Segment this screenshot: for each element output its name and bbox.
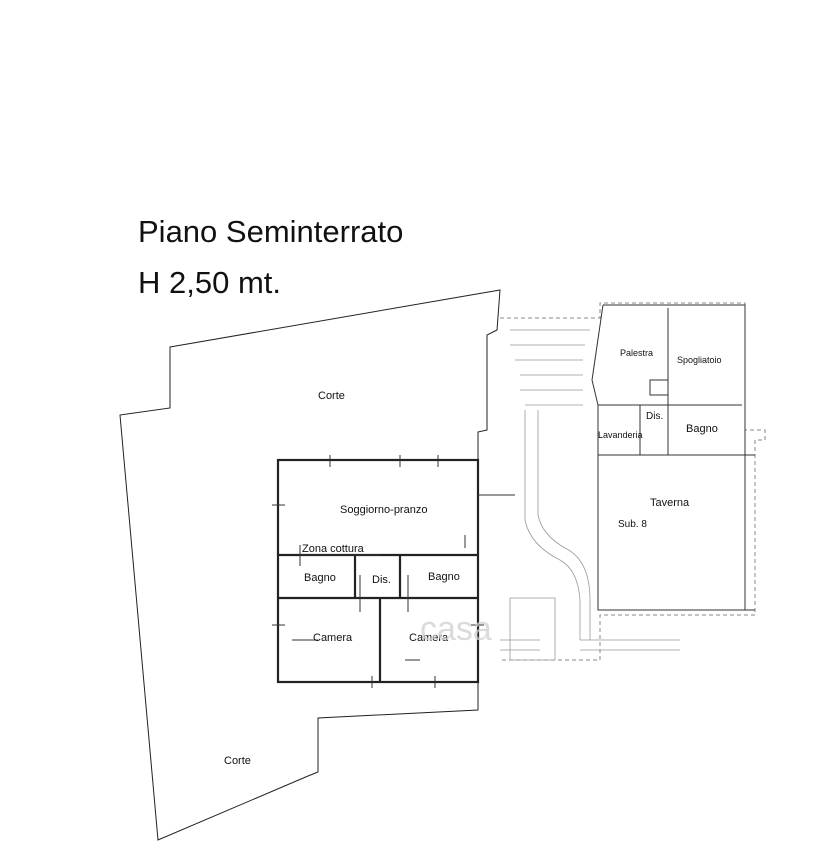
label-corte-top: Corte	[318, 390, 345, 402]
label-bagno-right: Bagno	[428, 571, 460, 583]
label-lavanderia: Lavanderia	[598, 430, 643, 440]
label-bagno-far: Bagno	[686, 423, 718, 435]
right-rooms	[591, 304, 755, 611]
label-sub: Sub. 8	[618, 519, 647, 530]
label-camera-left: Camera	[313, 632, 353, 644]
label-camera-right: Camera	[409, 632, 449, 644]
lot-boundary	[119, 289, 501, 841]
label-taverna: Taverna	[650, 497, 690, 509]
label-soggiorno: Soggiorno-pranzo	[340, 504, 427, 516]
plan-title: Piano Seminterrato	[138, 214, 404, 249]
apartment-walls	[272, 455, 515, 688]
watermark-logo: casa	[420, 610, 492, 648]
label-corte-bottom: Corte	[224, 755, 251, 767]
plan-height: H 2,50 mt.	[138, 265, 281, 300]
label-dis-right: Dis.	[646, 411, 663, 422]
adjacent-building	[500, 302, 766, 661]
label-bagno-left: Bagno	[304, 572, 336, 584]
label-dis-center: Dis.	[372, 574, 391, 586]
label-palestra: Palestra	[620, 348, 653, 358]
label-spogliatoio: Spogliatoio	[677, 355, 722, 365]
label-zona-cottura: Zona cottura	[302, 543, 365, 555]
